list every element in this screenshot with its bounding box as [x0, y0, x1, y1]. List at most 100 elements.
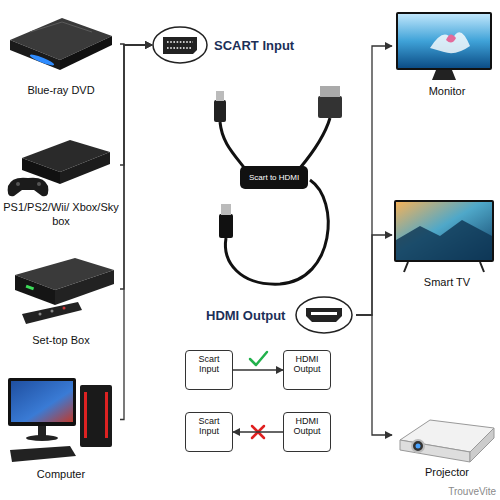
projector-front — [400, 440, 470, 462]
connector-arrow — [120, 45, 152, 289]
source-device: Set-top Box — [2, 245, 120, 347]
scart-tip — [320, 86, 340, 97]
icon-ring — [153, 27, 207, 63]
controller — [8, 178, 49, 197]
display-device: Monitor — [392, 8, 500, 98]
watermark: TrouveVite — [448, 486, 496, 497]
scart-cable — [300, 118, 330, 168]
bluray-player — [10, 18, 112, 70]
disc-glow — [29, 53, 55, 67]
usb-cable — [220, 122, 246, 170]
smart-tv — [394, 200, 494, 272]
device-label: Smart TV — [392, 275, 500, 289]
lens-glow — [416, 444, 421, 449]
port-callout: HDMI Output — [206, 296, 356, 334]
hdmi-tip — [221, 204, 231, 215]
source-device: PS1/PS2/Wii/ Xbox/Sky box — [2, 130, 120, 228]
tv-screen — [396, 202, 492, 260]
connector-arrow — [120, 45, 152, 420]
settop-box — [15, 258, 114, 324]
converter-box: Scart to HDMI — [240, 166, 308, 189]
connector-arrow — [120, 45, 152, 165]
projector — [400, 420, 494, 462]
scart-plug — [318, 96, 342, 118]
port-box: Scart Input — [185, 412, 233, 452]
port-box: HDMI Output — [283, 412, 331, 452]
tv-legs — [404, 262, 484, 272]
remote-button — [63, 307, 66, 310]
scart-pins — [167, 42, 193, 48]
projector-side — [470, 428, 494, 462]
connector-arrow — [233, 431, 283, 432]
computer — [8, 378, 112, 462]
tv-frame — [394, 200, 494, 262]
check-mark — [250, 352, 267, 365]
keyboard — [10, 446, 76, 462]
splash-flower — [446, 34, 456, 42]
tower-light — [84, 392, 87, 438]
monitor-stand — [432, 70, 456, 80]
device-label: Monitor — [392, 84, 500, 98]
source-device: Blue-ray DVD — [2, 5, 120, 97]
icon-ring — [296, 297, 352, 333]
water-splash — [430, 32, 470, 53]
device-label: PS1/PS2/Wii/ Xbox/Sky box — [2, 200, 120, 228]
tower-light — [105, 392, 108, 438]
projector-lens — [412, 440, 424, 452]
connector-arrow — [356, 315, 392, 435]
scart-socket — [163, 37, 197, 54]
remote-button — [39, 313, 42, 316]
device-label: Set-top Box — [2, 333, 120, 347]
hdmi-plug — [219, 214, 233, 238]
device-label: Blue-ray DVD — [2, 83, 120, 97]
hdmi-cable — [225, 180, 328, 284]
pc-monitor-frame — [8, 378, 76, 426]
port-label: Scart Input — [193, 354, 225, 374]
converter-label: Scart to HDMI — [249, 173, 299, 182]
box-side — [55, 270, 114, 305]
console-side — [60, 152, 110, 184]
port-label: HDMI Output — [291, 416, 323, 436]
hdmi-slot — [311, 312, 337, 315]
pc-base — [26, 435, 58, 441]
pc-screen — [11, 381, 73, 422]
port-box: HDMI Output — [283, 350, 331, 390]
monitor-frame — [396, 12, 492, 70]
usb-tip — [216, 91, 224, 101]
display-device: Smart TV — [392, 195, 500, 289]
controller-button — [37, 182, 41, 186]
controller-button — [16, 182, 20, 186]
display-device: Projector — [392, 405, 500, 479]
monitor — [396, 12, 492, 80]
port-label: Scart Input — [193, 416, 225, 436]
pc-stand — [38, 426, 46, 436]
game-console — [8, 140, 110, 196]
player-side — [60, 36, 112, 70]
monitor-screen — [398, 14, 490, 68]
device-label: Projector — [392, 465, 500, 479]
connector-arrow — [356, 46, 392, 315]
connector-arrow — [356, 235, 392, 315]
player-highlight — [30, 22, 92, 32]
cables — [214, 86, 342, 284]
remote-button — [51, 310, 54, 313]
port-label: SCART Input — [214, 38, 294, 53]
hdmi-port-icon — [296, 297, 352, 333]
port-label: HDMI Output — [291, 354, 323, 374]
remote — [22, 302, 82, 324]
device-label: Computer — [2, 467, 120, 481]
pc-tower — [80, 385, 112, 447]
tv-landscape — [396, 220, 492, 260]
hdmi-socket — [306, 308, 342, 322]
box-display — [26, 285, 35, 291]
port-box: Scart Input — [185, 350, 233, 390]
source-device: Computer — [2, 372, 120, 481]
usb-plug — [214, 100, 226, 122]
port-label: HDMI Output — [206, 308, 285, 323]
scart-port-icon — [153, 27, 207, 63]
port-callout: SCART Input — [152, 26, 301, 64]
connector-arrow — [233, 369, 283, 370]
player-front — [10, 40, 60, 70]
